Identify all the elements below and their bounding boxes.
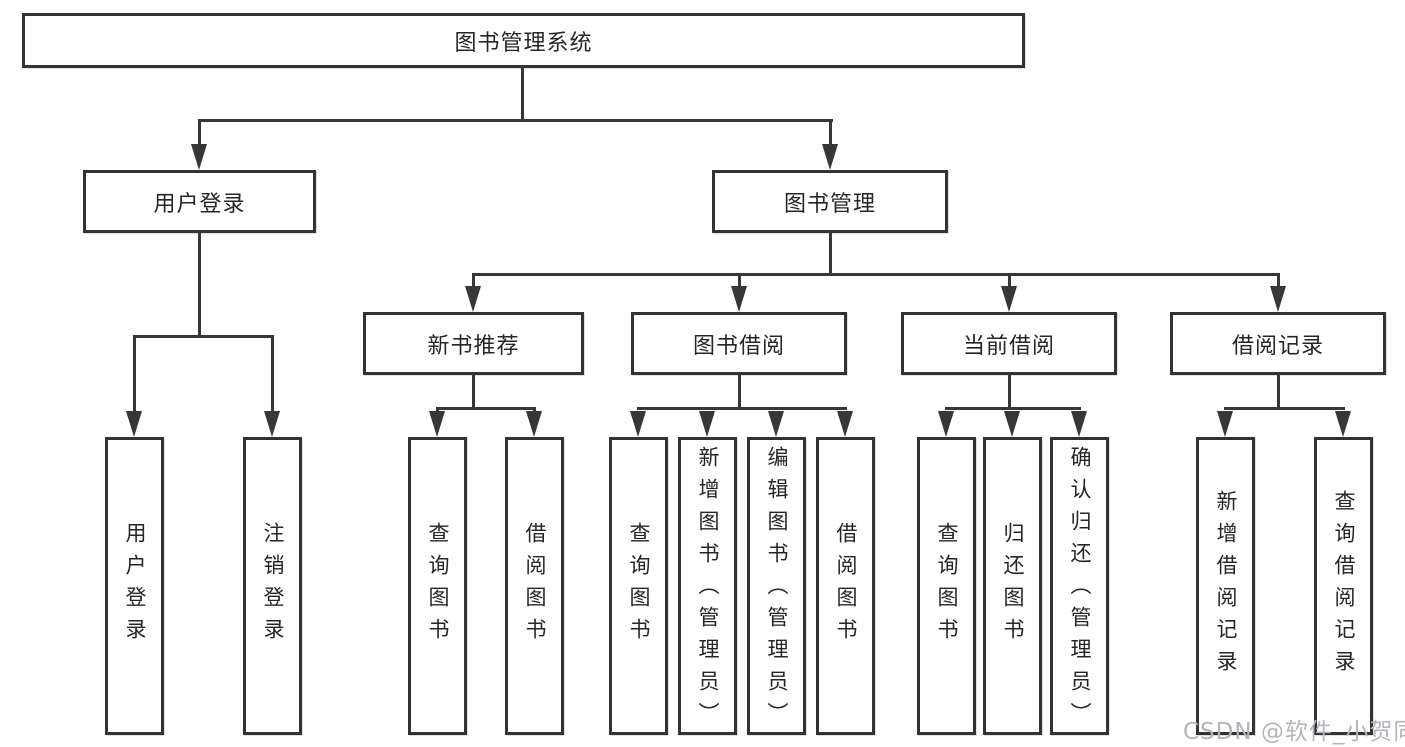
arrow-down-icon	[768, 411, 784, 437]
arrow-down-icon	[1001, 286, 1017, 312]
arrow-down-icon	[630, 411, 646, 437]
csdn-watermark: CSDN @软件_小贺同学	[1183, 719, 1405, 745]
connector-vertical	[521, 68, 524, 119]
node-book-borrow: 图书借阅	[631, 312, 847, 375]
connector-vertical	[829, 119, 832, 146]
connector-vertical	[738, 375, 741, 407]
connector-horizontal	[1224, 407, 1345, 410]
connector-vertical	[198, 119, 201, 146]
arrow-down-icon	[699, 411, 715, 437]
arrow-down-icon	[126, 411, 142, 437]
connector-horizontal	[637, 407, 847, 410]
arrow-down-icon	[465, 286, 481, 312]
arrow-down-icon	[1217, 411, 1233, 437]
arrow-down-icon	[191, 144, 207, 170]
leaf-confirm-return-admin: 确认归还（管理员）	[1050, 437, 1109, 735]
connector-vertical	[1277, 375, 1280, 407]
arrow-down-icon	[264, 411, 280, 437]
arrow-down-icon	[1270, 286, 1286, 312]
connector-vertical	[472, 273, 475, 288]
arrow-down-icon	[822, 144, 838, 170]
node-user-login: 用户登录	[83, 170, 316, 233]
connector-horizontal	[472, 273, 1280, 276]
arrow-down-icon	[837, 411, 853, 437]
arrow-down-icon	[731, 286, 747, 312]
connector-vertical	[472, 375, 475, 407]
connector-vertical	[1008, 273, 1011, 288]
leaf-add-borrow-record: 新增借阅记录	[1196, 437, 1255, 735]
arrow-down-icon	[429, 411, 445, 437]
connector-vertical	[1277, 273, 1280, 288]
node-new-book-recommend: 新书推荐	[363, 312, 584, 375]
connector-vertical	[829, 233, 832, 273]
leaf-borrow-books: 借阅图书	[816, 437, 875, 735]
leaf-logout: 注销登录	[243, 437, 302, 735]
leaf-query-books-recommend: 查询图书	[408, 437, 467, 735]
leaf-add-books-admin: 新增图书（管理员）	[678, 437, 737, 735]
connector-horizontal	[945, 407, 1081, 410]
connector-vertical	[1008, 375, 1011, 407]
leaf-query-borrow-record: 查询借阅记录	[1314, 437, 1373, 735]
node-current-borrow: 当前借阅	[901, 312, 1117, 375]
connector-vertical	[198, 233, 201, 335]
connector-vertical	[133, 335, 136, 413]
leaf-user-login: 用户登录	[105, 437, 164, 735]
node-borrow-records: 借阅记录	[1170, 312, 1386, 375]
arrow-down-icon	[938, 411, 954, 437]
node-book-management: 图书管理	[712, 170, 948, 233]
leaf-query-books-current: 查询图书	[917, 437, 976, 735]
connector-horizontal	[436, 407, 536, 410]
arrow-down-icon	[1071, 411, 1087, 437]
arrow-down-icon	[526, 411, 542, 437]
arrow-down-icon	[1004, 411, 1020, 437]
connector-vertical	[271, 335, 274, 413]
leaf-borrow-books-recommend: 借阅图书	[505, 437, 564, 735]
connector-horizontal	[133, 335, 274, 338]
node-library-system: 图书管理系统	[22, 13, 1025, 68]
connector-vertical	[738, 273, 741, 288]
leaf-edit-books-admin: 编辑图书（管理员）	[747, 437, 806, 735]
arrow-down-icon	[1335, 411, 1351, 437]
leaf-return-books: 归还图书	[983, 437, 1042, 735]
connector-horizontal	[198, 119, 833, 122]
leaf-query-books: 查询图书	[609, 437, 668, 735]
